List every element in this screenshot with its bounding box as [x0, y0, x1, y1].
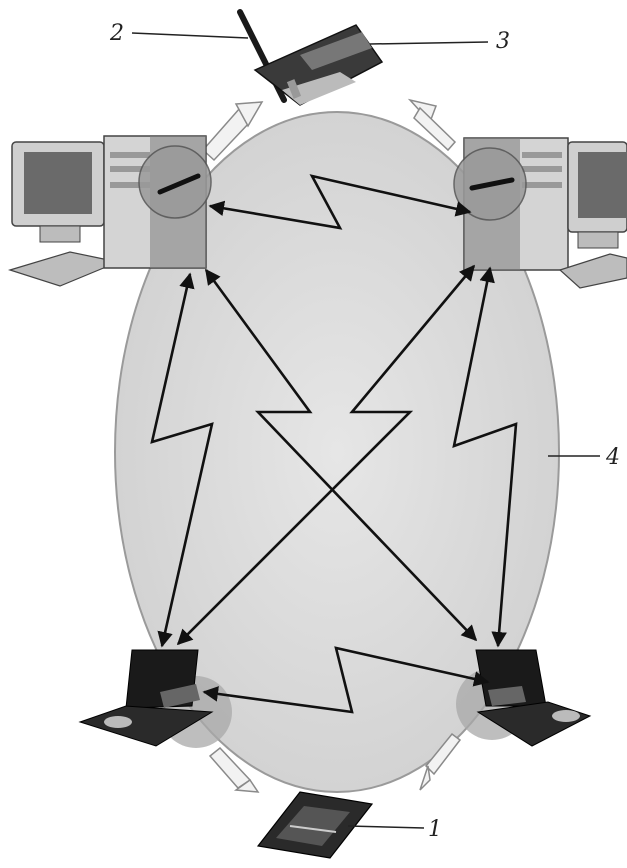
wireless-link-diagonal-2 [176, 264, 476, 646]
callout-2-leader [131, 32, 249, 39]
wireless-link-bottom [202, 646, 490, 714]
callout-label-3: 3 [496, 29, 510, 54]
signal-direction-arrows [201, 98, 462, 793]
pc-card-wireless-adapter-icon [256, 791, 374, 859]
callout-1-leader [347, 825, 425, 829]
pci-wireless-card-icon [237, 9, 384, 106]
callout-label-1: 1 [428, 817, 442, 842]
laptop-left-icon [78, 649, 232, 748]
wireless-links [150, 174, 518, 714]
wireless-link-top [208, 174, 472, 230]
desktop-computer-left-icon [7, 135, 212, 287]
callout-label-4: 4 [605, 445, 620, 470]
desktop-computer-right-icon [453, 137, 627, 289]
callout-3-leader [369, 41, 489, 45]
laptop-right-icon [456, 649, 592, 747]
callout-label-2: 2 [109, 21, 124, 46]
